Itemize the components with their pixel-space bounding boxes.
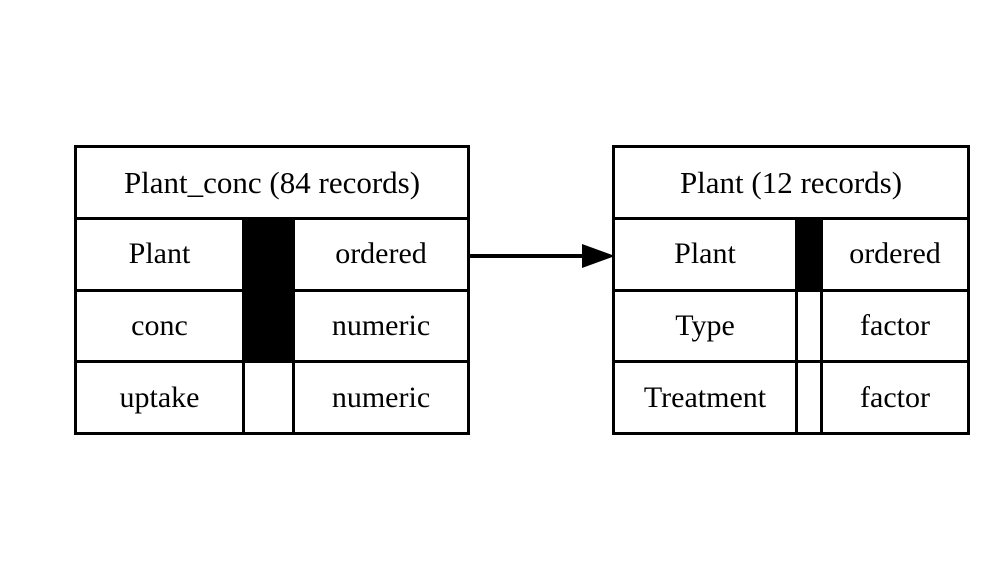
entity-table-plant-conc[interactable]: Plant_conc (84 records) Plant ordered co… — [74, 145, 470, 435]
field-type: numeric — [331, 309, 431, 342]
entity-table-plant[interactable]: Plant (12 records) Plant ordered Type fa… — [612, 145, 970, 435]
arrow-right-icon — [470, 244, 615, 268]
field-name: Treatment — [615, 363, 798, 433]
entity-field-list: Plant ordered Type factor Treatment fact… — [615, 220, 967, 433]
field-type: ordered — [849, 237, 941, 271]
primary-key-marker — [245, 291, 295, 361]
field-type: numeric — [331, 380, 431, 414]
field-type: ordered — [335, 237, 427, 271]
entity-title: Plant_conc (84 records) — [77, 148, 467, 220]
field-name: Plant — [77, 220, 245, 289]
field-name: uptake — [77, 363, 245, 433]
key-marker-empty — [798, 291, 823, 361]
table-row[interactable]: conc numeric — [77, 291, 467, 364]
field-name: conc — [77, 291, 245, 361]
table-row[interactable]: Plant ordered — [77, 220, 467, 292]
entity-field-list: Plant ordered conc numeric uptake numeri… — [77, 220, 467, 433]
field-type: factor — [860, 309, 930, 342]
table-row[interactable]: Treatment factor — [615, 363, 967, 433]
table-row[interactable]: Plant ordered — [615, 220, 967, 292]
table-row[interactable]: Type factor — [615, 291, 967, 364]
entity-title: Plant (12 records) — [615, 148, 967, 220]
key-marker-empty — [245, 363, 295, 433]
table-row[interactable]: uptake numeric — [77, 363, 467, 433]
key-marker-empty — [798, 363, 823, 433]
field-name: Plant — [615, 220, 798, 289]
field-type: factor — [860, 380, 930, 414]
field-name: Type — [615, 291, 798, 361]
primary-key-marker — [245, 220, 295, 289]
primary-key-marker — [798, 220, 823, 289]
